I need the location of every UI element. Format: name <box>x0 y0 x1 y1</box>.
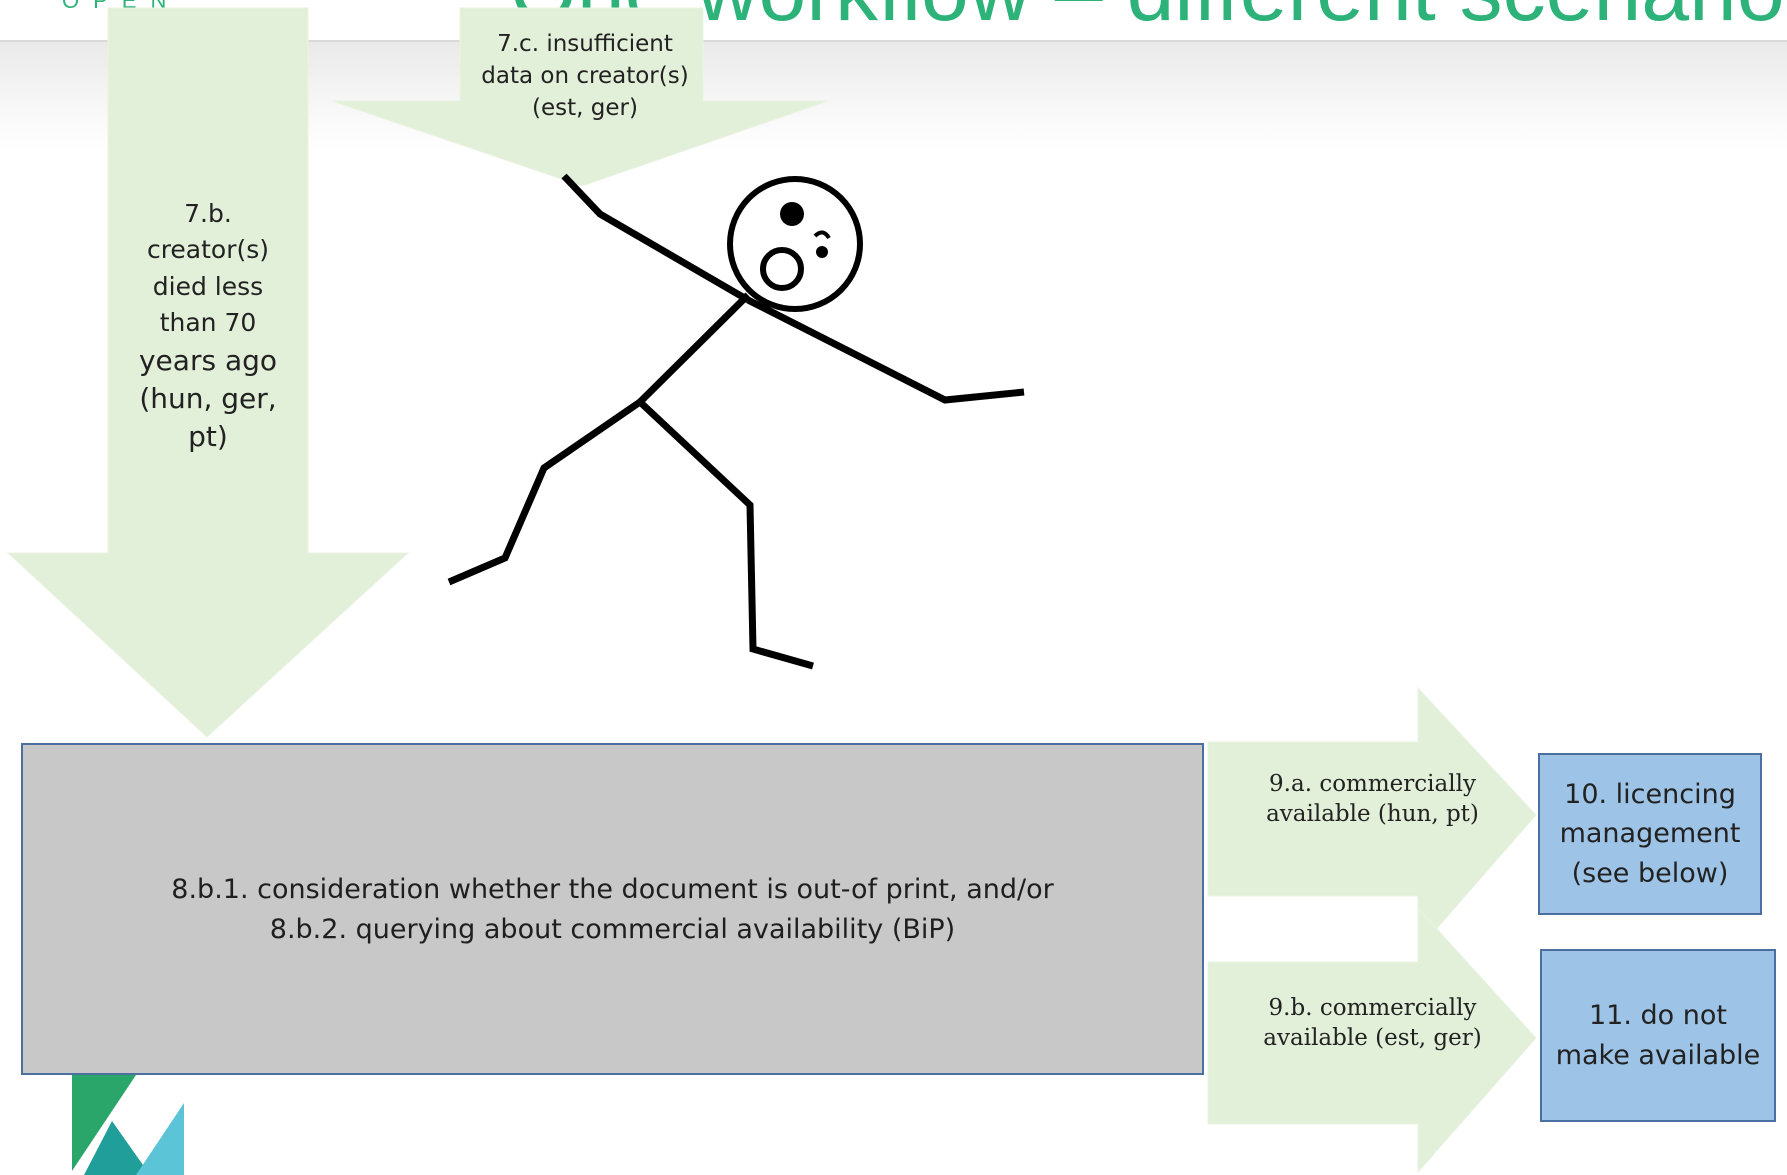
arrow-7b-line: than 70 <box>120 305 296 341</box>
main-process-text: 8.b.1. consideration whether the documen… <box>21 870 1204 950</box>
outcome-10-line-3: (see below) <box>1560 854 1741 893</box>
arrow-9b-line-1: 9.b. commercially <box>1250 994 1495 1024</box>
arrow-7b-line: died less <box>120 269 296 305</box>
arrow-7b-label-tail: years ago (hun, ger, pt) <box>120 342 296 455</box>
arrow-9a-line-2: available (hun, pt) <box>1250 800 1495 830</box>
stick-figure-icon <box>449 176 1024 666</box>
arrow-7b-line: years ago <box>120 342 296 380</box>
arrow-9b-label: 9.b. commercially available (est, ger) <box>1250 994 1495 1054</box>
outcome-box-licencing: 10. licencing management (see below) <box>1538 753 1762 915</box>
outcome-10-line-1: 10. licencing <box>1560 775 1741 814</box>
arrow-7b-line: pt) <box>120 418 296 456</box>
outcome-11-line-1: 11. do not <box>1556 996 1761 1035</box>
outcome-11-line-2: make available <box>1556 1036 1761 1075</box>
outcome-10-line-2: management <box>1560 814 1741 853</box>
main-process-line-1: 8.b.1. consideration whether the documen… <box>21 870 1204 910</box>
arrow-7b-line: 7.b. <box>120 196 296 232</box>
arrow-9a-line-1: 9.a. commercially <box>1250 770 1495 800</box>
logo-icon <box>70 1075 190 1175</box>
outcome-box-not-available: 11. do not make available <box>1540 949 1776 1122</box>
arrow-7b-label: 7.b. creator(s) died less than 70 <box>120 196 296 341</box>
main-process-line-2: 8.b.2. querying about commercial availab… <box>21 910 1204 950</box>
arrow-9a-label: 9.a. commercially available (hun, pt) <box>1250 770 1495 830</box>
arrow-7b-line: (hun, ger, <box>120 380 296 418</box>
arrow-9b-line-2: available (est, ger) <box>1250 1024 1495 1054</box>
arrow-7b-line: creator(s) <box>120 232 296 268</box>
arrow-7c-label: 7.c. insufficient data on creator(s) (es… <box>470 28 700 125</box>
